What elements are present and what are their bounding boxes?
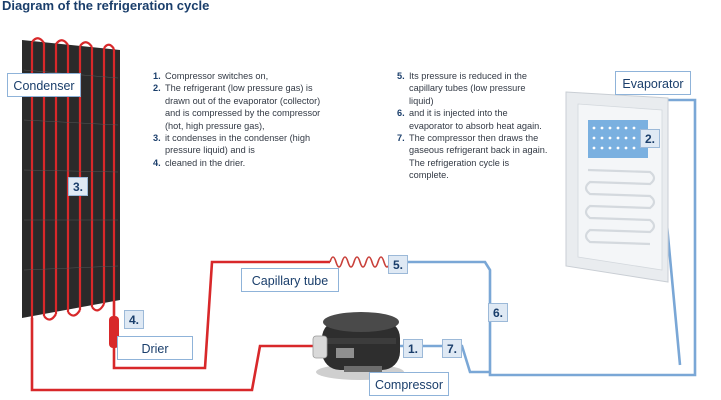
condenser-label: Condenser [7,73,81,97]
diagram-title: Diagram of the refrigeration cycle [2,0,210,13]
step-item: 6.and it is injected into the evaporator… [397,108,542,131]
steps-list-right: 5.Its pressure is reduced in the capilla… [397,70,549,182]
step-marker-5: 5. [388,255,408,274]
steps-list-left: 1.Compressor switches on, 2.The refriger… [153,70,323,169]
step-marker-7: 7. [442,339,462,358]
step-marker-6: 6. [488,303,508,322]
high-pressure-pipe [30,260,330,392]
step-marker-3: 3. [68,177,88,196]
compressor-unit [312,312,404,380]
step-item: 1.Compressor switches on, [153,71,269,81]
step-item: 2.The refrigerant (low pressure gas) is … [153,83,321,131]
capillary-coil [329,256,397,268]
step-item: 4.cleaned in the drier. [153,157,246,168]
step-marker-4: 4. [124,310,144,329]
step-item: 7.The compressor then draws the gaseous … [397,133,548,181]
capillary-tube-label: Capillary tube [241,268,339,292]
step-item: 3.it condenses in the condenser (high pr… [153,133,311,156]
drier-canister [109,316,119,348]
evaporator-label: Evaporator [615,71,691,95]
step-marker-1: 1. [403,339,423,358]
step-marker-2: 2. [640,129,660,148]
compressor-label: Compressor [369,372,449,396]
step-item: 5.Its pressure is reduced in the capilla… [397,71,527,106]
evaporator-plate [565,91,669,283]
drier-label: Drier [117,336,193,360]
